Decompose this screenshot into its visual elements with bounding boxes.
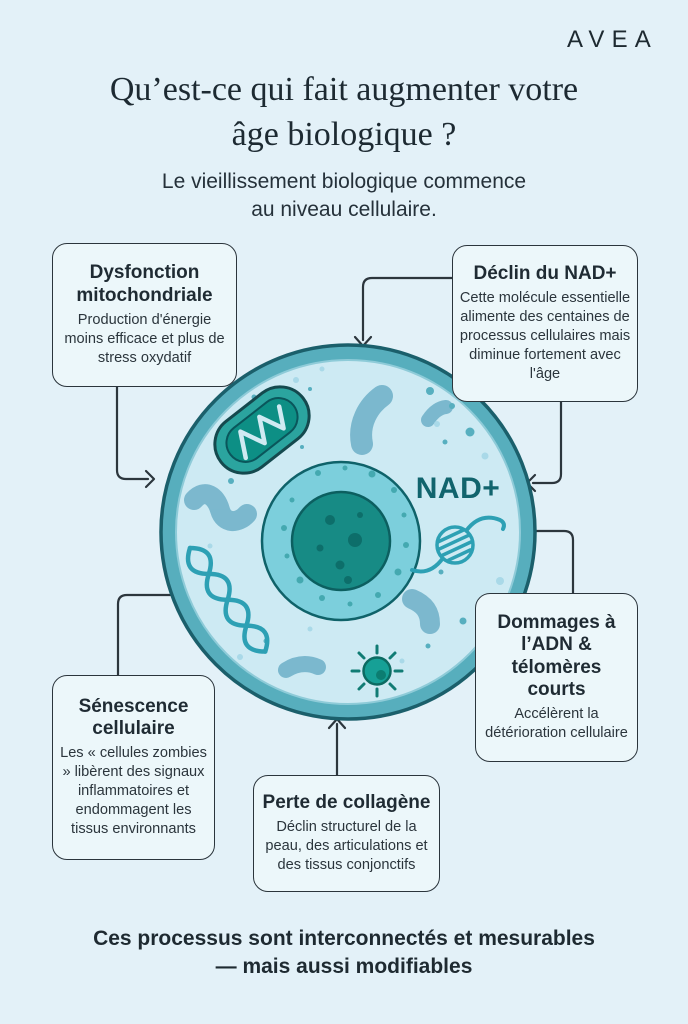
nucleus [260, 460, 422, 622]
cytoplasm-blobs [184, 385, 453, 678]
connector-nad-bottom [531, 400, 563, 485]
telomere-icon [410, 515, 506, 574]
callout-mitochondrial-dysfunction: Dysfonction mitochondriale Production d'… [52, 243, 237, 387]
footer-line2: — mais aussi modifiables [215, 955, 473, 979]
connector-dna-box [530, 529, 575, 595]
callout-body: Accélèrent la détérioration cellulaire [485, 706, 628, 742]
page-title-line1: Qu’est-ce qui fait augmenter votre [109, 71, 579, 108]
callout-title: Dysfonction mitochondriale [76, 262, 213, 306]
connector-nad-left [361, 276, 454, 342]
brand-logo: AVEA [566, 26, 658, 53]
page-title-line2: âge biologique ? [231, 115, 457, 153]
footer-statement: Ces processus sont interconnectés et mes… [0, 925, 688, 982]
page-subtitle-line1: Le vieillissement biologique commence [161, 170, 527, 193]
callout-dna-damage: Dommages à l’ADN & télomères courts Accé… [475, 593, 638, 762]
callout-body: Production d'énergie moins efficace et p… [64, 311, 225, 366]
callout-title: Sénescence cellulaire [78, 695, 189, 740]
connector-senescence [116, 593, 172, 677]
dna-helix-icon [185, 545, 270, 654]
page-title: Qu’est-ce qui fait augmenter votre âge b… [0, 68, 688, 158]
page-subtitle-line2: au niveau cellulaire. [251, 198, 437, 222]
callout-cellular-senescence: Sénescence cellulaire Les « cellules zom… [52, 675, 215, 860]
arrowhead-right-icon [144, 469, 156, 489]
callout-body: Déclin structurel de la peau, des articu… [265, 819, 428, 874]
mitochondrion-icon [213, 385, 311, 475]
page-subtitle: Le vieillissement biologique commence au… [0, 168, 688, 225]
nucleolus-spots [316, 512, 363, 584]
senescent-cell-icon [350, 644, 404, 698]
callout-body: Les « cellules zombies » libèrent des si… [60, 745, 207, 838]
footer-line1: Ces processus sont interconnectés et mes… [93, 927, 595, 950]
callout-nad-decline: Déclin du NAD+ Cette molécule essentiell… [452, 245, 638, 402]
callout-collagen-loss: Perte de collagène Déclin structurel de … [253, 775, 440, 892]
callout-title: Perte de collagène [262, 791, 431, 813]
nucleolus [290, 490, 392, 592]
nucleus-speckles [281, 465, 409, 607]
callout-title: Déclin du NAD+ [473, 262, 617, 284]
connector-mito [115, 385, 150, 481]
cytoplasm-dots [207, 366, 504, 664]
nad-label: NAD+ [416, 472, 501, 505]
callout-body: Cette molécule essentielle alimente des … [459, 290, 631, 383]
callout-title: Dommages à l’ADN & télomères courts [497, 611, 616, 700]
